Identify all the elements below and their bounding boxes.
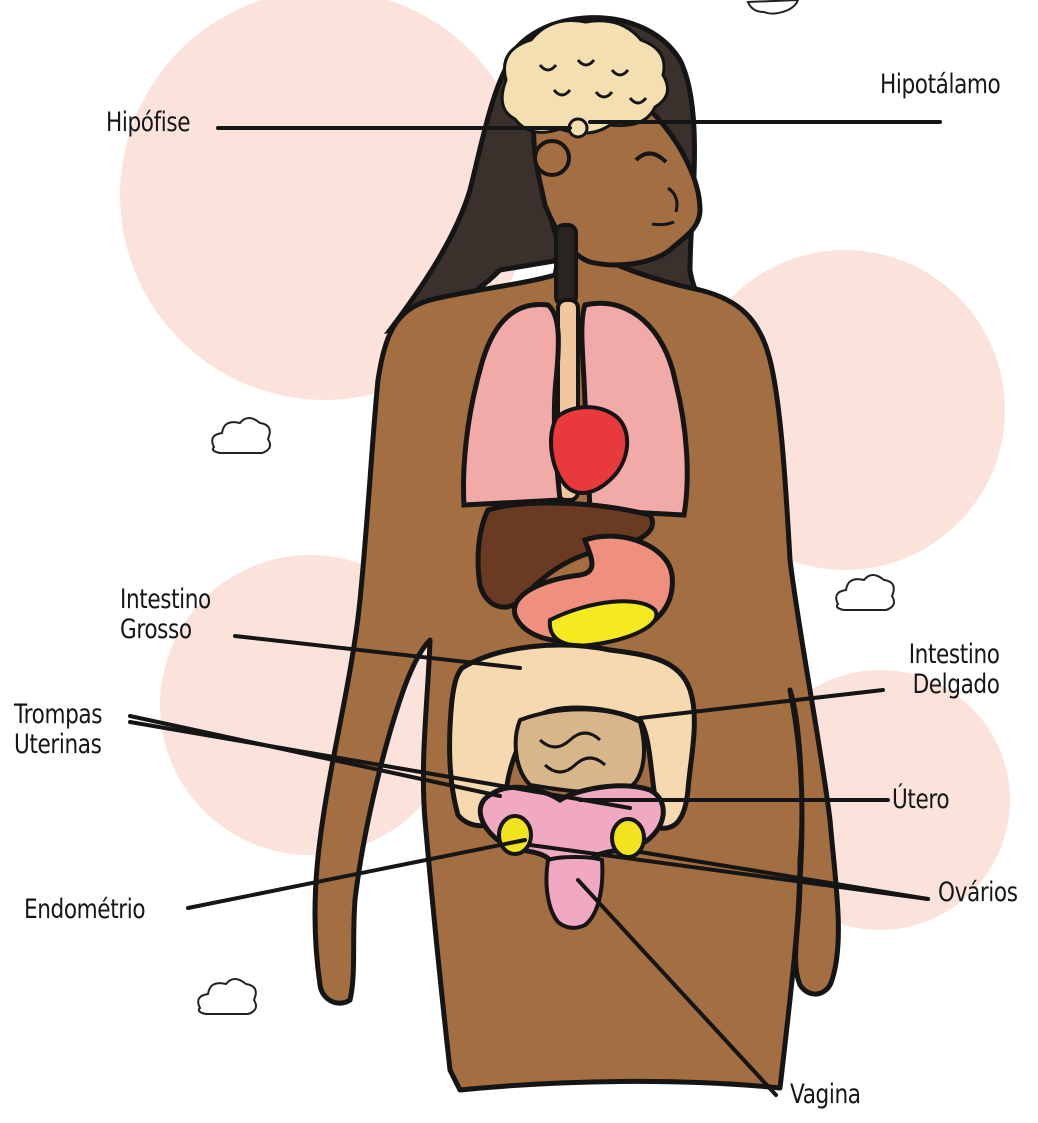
vagina-canal xyxy=(546,857,602,928)
label-vagina: Vagina xyxy=(790,1080,861,1110)
label-utero: Útero xyxy=(892,785,949,815)
left-ovary xyxy=(499,816,531,854)
label-intestino-delgado: Intestino Delgado xyxy=(909,640,1000,700)
label-ovarios: Ovários xyxy=(938,878,1018,908)
label-endometrio: Endométrio xyxy=(24,895,145,925)
label-trompas-uterinas: Trompas Uterinas xyxy=(14,700,102,760)
cloud-icon xyxy=(748,0,798,14)
label-hipofise: Hipófise xyxy=(106,108,190,138)
trachea xyxy=(556,225,576,305)
cloud-icon xyxy=(198,979,256,1014)
cloud-icon xyxy=(212,418,270,453)
label-intestino-grosso: Intestino Grosso xyxy=(120,585,211,645)
label-hipotalamo: Hipotálamo xyxy=(880,70,1000,100)
small-intestine xyxy=(516,709,644,792)
ear xyxy=(535,141,569,175)
cloud-icon xyxy=(836,575,894,610)
